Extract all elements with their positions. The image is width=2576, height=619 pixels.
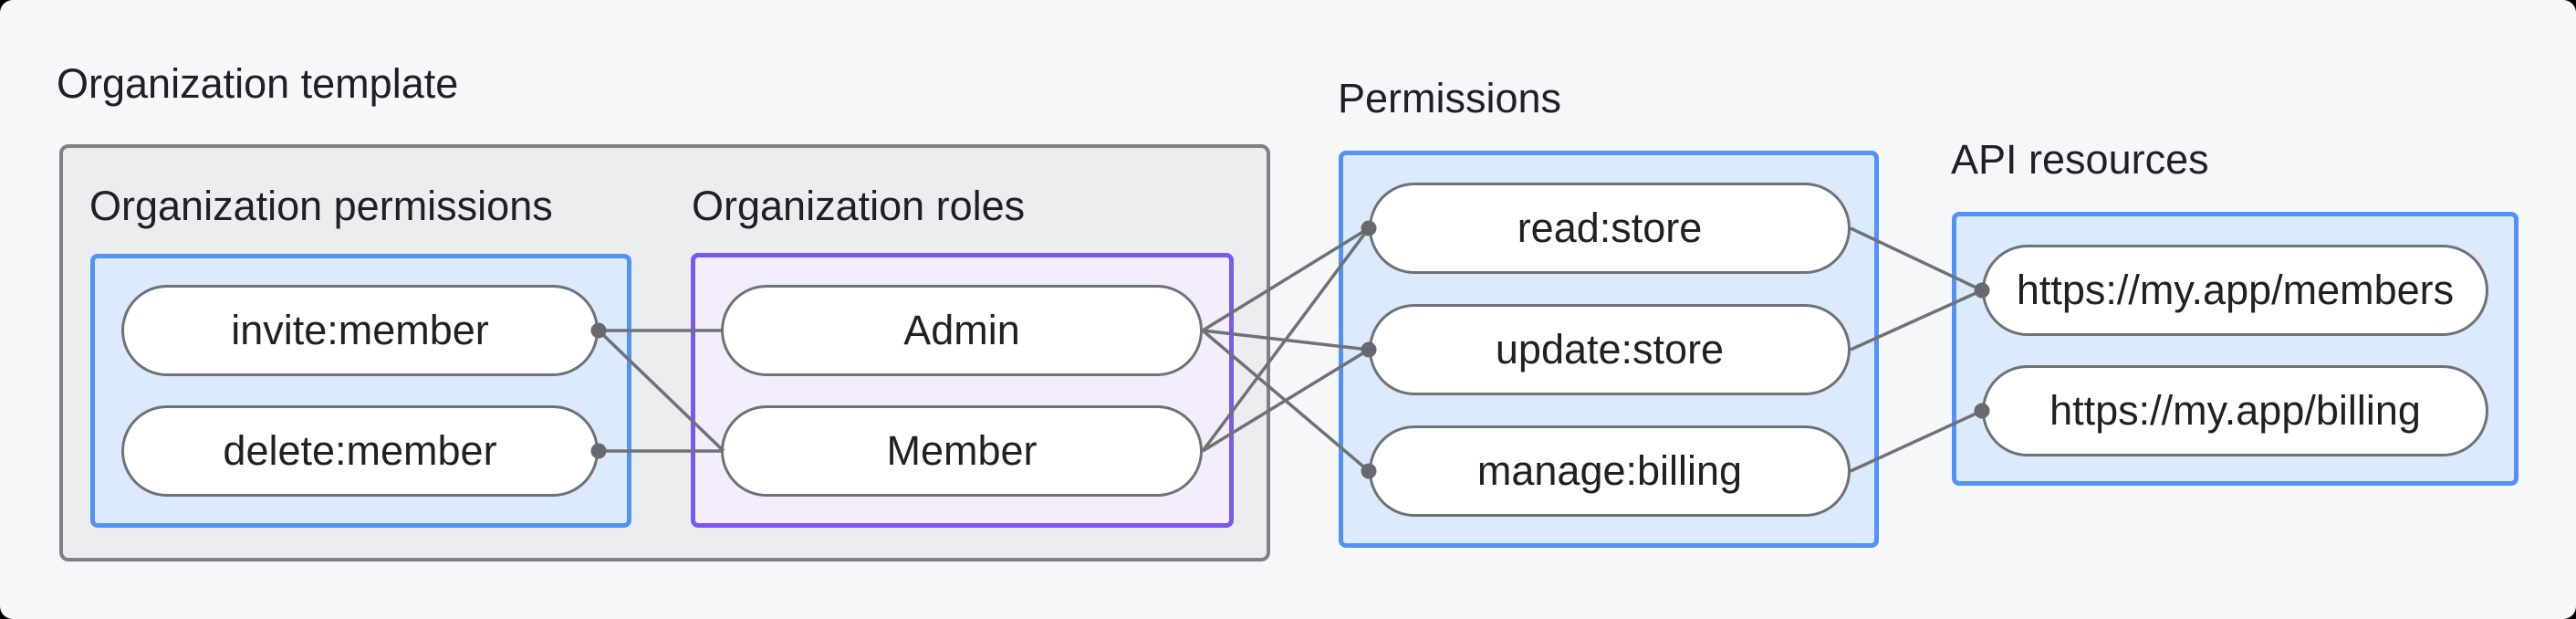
node-manage-billing: manage:billing — [1369, 425, 1851, 517]
node-api-members: https://my.app/members — [1982, 245, 2488, 336]
node-admin: Admin — [721, 285, 1203, 376]
org-permissions-label: Organization permissions — [89, 183, 553, 229]
org-template-label: Organization template — [57, 60, 459, 107]
node-update-store: update:store — [1369, 304, 1851, 395]
node-delete-member: delete:member — [121, 405, 599, 497]
node-invite-member: invite:member — [121, 285, 599, 376]
api-resources-label: API resources — [1951, 136, 2209, 183]
permissions-label: Permissions — [1338, 75, 1562, 121]
node-read-store: read:store — [1369, 183, 1851, 274]
node-api-billing: https://my.app/billing — [1982, 365, 2488, 456]
node-member: Member — [721, 405, 1203, 497]
org-roles-label: Organization roles — [692, 183, 1026, 229]
